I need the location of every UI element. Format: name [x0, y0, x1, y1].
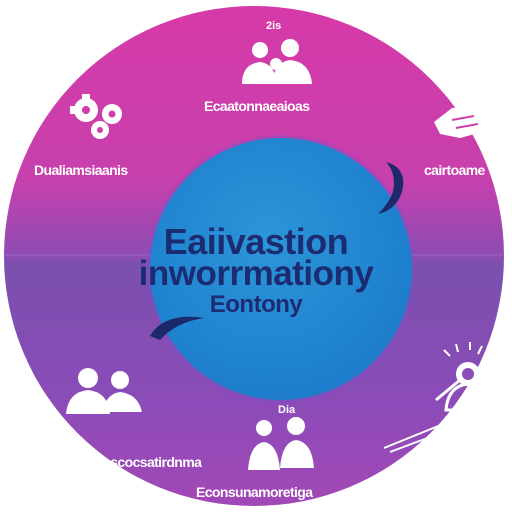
center-title-line1: Eaiivastion — [163, 221, 349, 262]
gears-icon — [70, 94, 122, 139]
presenter-icon — [248, 417, 314, 470]
label-top: Ecaatonnaeaioas — [204, 98, 310, 114]
center-circle — [150, 138, 412, 400]
label-right: cairtoame — [424, 162, 485, 178]
top-small-mark: 2is — [266, 20, 282, 32]
swoosh-bottom-left — [150, 316, 204, 340]
pointer-lines-icon — [383, 412, 471, 453]
label-left: Dualiamsiaanis — [34, 162, 128, 178]
handshake-icon — [434, 106, 494, 138]
label-bottom: Econsunamoretiga — [196, 484, 313, 500]
center-title-line3: Eontony — [209, 291, 303, 318]
center-title-line2: inworrmationy — [138, 254, 374, 293]
person-idea-icon — [435, 342, 492, 412]
bottom-small-mark: Dia — [278, 404, 296, 416]
users-icon — [66, 368, 142, 414]
swoosh-top-right — [378, 162, 404, 214]
people-group-icon — [242, 39, 312, 84]
label-bottom-left: Onscocsatirdnma — [92, 454, 202, 470]
